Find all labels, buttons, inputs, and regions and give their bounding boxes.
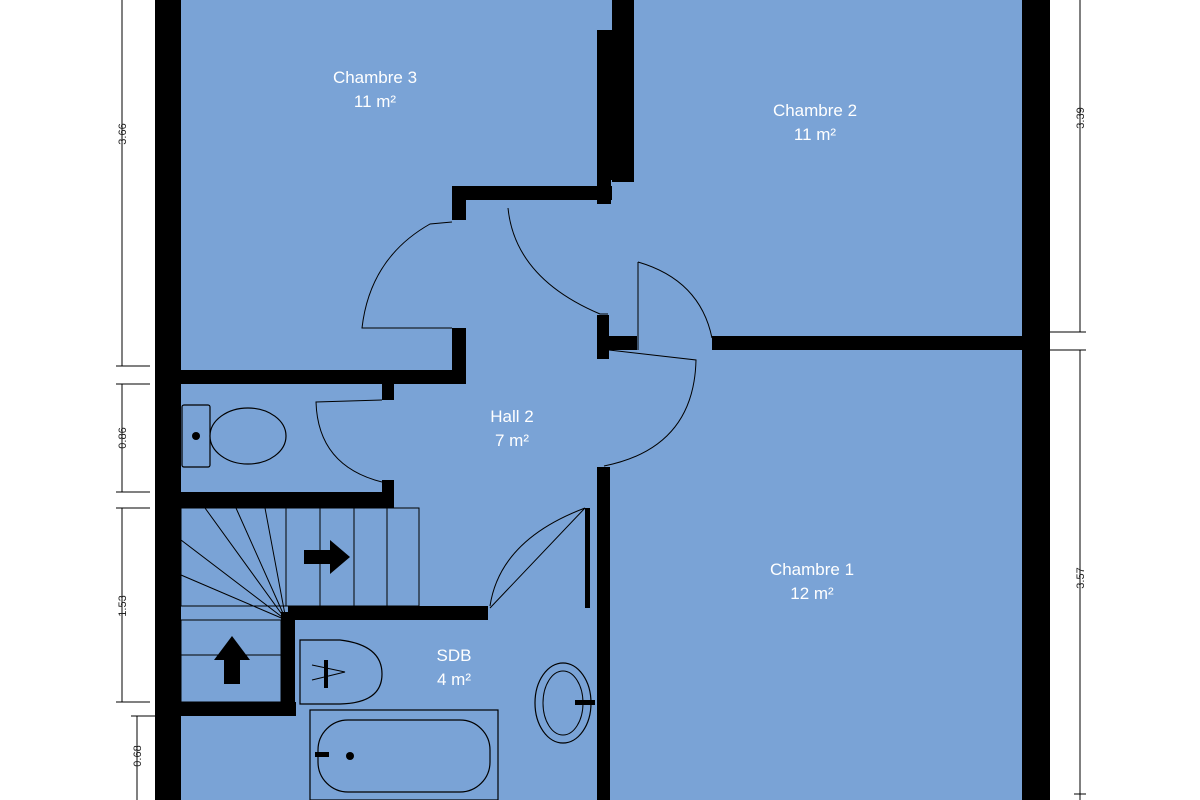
room-chambre-3: Chambre 3 11 m²	[333, 68, 417, 111]
room-name: Hall 2	[490, 407, 533, 426]
dimensions-left: 3.66 0.86 1.53 0.68	[116, 0, 155, 800]
dimension-label: 0.68	[132, 745, 144, 766]
dimension-label: 0.86	[117, 427, 129, 448]
dimension-label: 3.39	[1075, 107, 1087, 128]
sdb-bathtub	[309, 709, 499, 800]
room-hall-2: Hall 2 7 m²	[490, 407, 533, 450]
dimension-label: 1.53	[117, 595, 129, 616]
staircase	[180, 507, 420, 703]
room-area: 11 m²	[794, 125, 837, 144]
room-name: Chambre 2	[773, 101, 857, 120]
room-name: SDB	[437, 646, 472, 665]
dimensions-right: 3.39 3.57	[1050, 0, 1087, 800]
room-area: 7 m²	[495, 431, 529, 450]
room-area: 4 m²	[437, 670, 471, 689]
room-name: Chambre 1	[770, 560, 854, 579]
room-area: 12 m²	[790, 584, 834, 603]
stair-arrow-up-icon	[214, 636, 250, 684]
sdb-bidet	[299, 639, 383, 705]
sdb-sink	[534, 662, 595, 744]
dimension-label: 3.57	[1075, 567, 1087, 588]
room-chambre-1: Chambre 1 12 m²	[770, 560, 854, 603]
door-swings	[315, 207, 713, 609]
room-name: Chambre 3	[333, 68, 417, 87]
wc-toilet	[181, 404, 287, 468]
room-chambre-2: Chambre 2 11 m²	[773, 101, 857, 144]
walls	[155, 0, 1050, 800]
stair-arrow-right-icon	[304, 540, 350, 574]
room-sdb: SDB 4 m²	[437, 646, 472, 689]
dimension-label: 3.66	[117, 123, 129, 144]
room-area: 11 m²	[354, 92, 397, 111]
